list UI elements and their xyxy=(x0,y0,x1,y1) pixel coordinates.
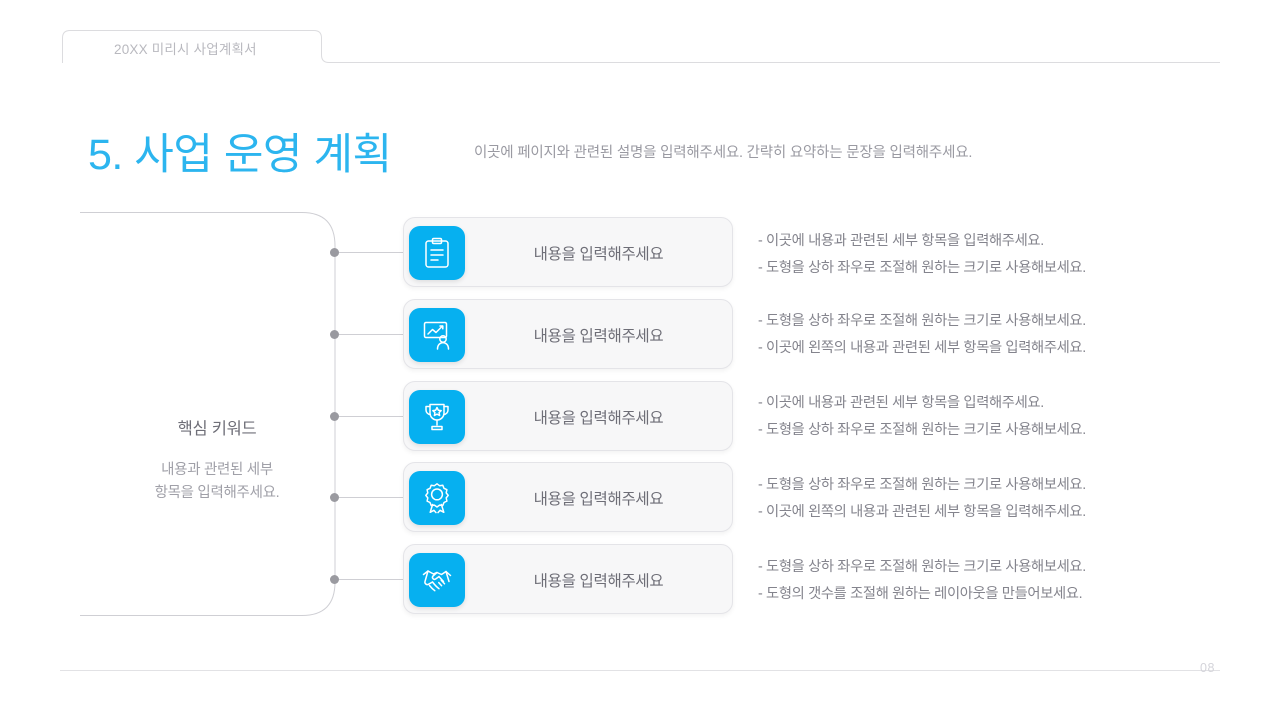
item-description-1-line-2: - 도형을 상하 좌우로 조절해 원하는 크기로 사용해보세요. xyxy=(758,260,1086,277)
item-card-label-1: 내용을 입력해주세요 xyxy=(533,246,664,263)
item-card-1[interactable]: 내용을 입력해주세요 xyxy=(403,217,733,287)
keyword-desc-line-2: 항목을 입력해주세요. xyxy=(154,485,280,502)
page-subtitle: 이곳에 페이지와 관련된 설명을 입력해주세요. 간략히 요약하는 문장을 입력… xyxy=(474,145,973,161)
connector-dot-1 xyxy=(330,248,339,257)
item-card-4[interactable]: 내용을 입력해주세요 xyxy=(403,462,733,532)
item-description-3: - 이곳에 내용과 관련된 세부 항목을 입력해주세요. - 도형을 상하 좌우… xyxy=(758,390,1188,445)
item-description-2-line-2: - 이곳에 왼쪽의 내용과 관련된 세부 항목을 입력해주세요. xyxy=(758,340,1086,357)
page-number: 08 xyxy=(1200,661,1215,675)
keyword-panel-title: 핵심 키워드 xyxy=(177,420,257,438)
header-tab-label: 20XX 미리시 사업계획서 xyxy=(114,42,257,57)
item-description-2-line-1: - 도형을 상하 좌우로 조절해 원하는 크기로 사용해보세요. xyxy=(758,313,1086,329)
item-description-5-line-2: - 도형의 갯수를 조절해 원하는 레이아웃을 만들어보세요. xyxy=(758,586,1083,603)
item-card-2[interactable]: 내용을 입력해주세요 xyxy=(403,299,733,369)
item-description-5: - 도형을 상하 좌우로 조절해 원하는 크기로 사용해보세요. - 도형의 갯… xyxy=(758,554,1188,609)
item-description-1: - 이곳에 내용과 관련된 세부 항목을 입력해주세요. - 도형을 상하 좌우… xyxy=(758,228,1188,283)
keyword-bracket-shape xyxy=(80,212,336,616)
item-description-3-line-1: - 이곳에 내용과 관련된 세부 항목을 입력해주세요. xyxy=(758,395,1044,411)
item-card-label-4: 내용을 입력해주세요 xyxy=(533,491,664,508)
page-title: 5. 사업 운영 계획 xyxy=(88,131,392,179)
keyword-panel-description: 내용과 관련된 세부 항목을 입력해주세요. xyxy=(92,459,342,506)
item-description-4-line-2: - 이곳에 왼쪽의 내용과 관련된 세부 항목을 입력해주세요. xyxy=(758,504,1086,521)
presentation-person-icon xyxy=(409,308,465,362)
handshake-icon xyxy=(409,553,465,607)
item-description-4: - 도형을 상하 좌우로 조절해 원하는 크기로 사용해보세요. - 이곳에 왼… xyxy=(758,472,1188,527)
keyword-panel: 핵심 키워드 내용과 관련된 세부 항목을 입력해주세요. xyxy=(92,415,342,506)
header-tab: 20XX 미리시 사업계획서 xyxy=(62,30,332,63)
item-card-label-3: 내용을 입력해주세요 xyxy=(533,410,664,427)
item-card-5[interactable]: 내용을 입력해주세요 xyxy=(403,544,733,614)
connector-dot-4 xyxy=(330,493,339,502)
connector-line-1 xyxy=(339,252,413,253)
keyword-desc-line-1: 내용과 관련된 세부 xyxy=(161,462,273,478)
item-description-5-line-1: - 도형을 상하 좌우로 조절해 원하는 크기로 사용해보세요. xyxy=(758,559,1086,575)
item-description-3-line-2: - 도형을 상하 좌우로 조절해 원하는 크기로 사용해보세요. xyxy=(758,422,1086,439)
header-tab-shape xyxy=(62,30,332,63)
trophy-icon xyxy=(409,390,465,444)
item-card-label-5: 내용을 입력해주세요 xyxy=(533,573,664,590)
connector-dot-2 xyxy=(330,330,339,339)
item-card-label-2: 내용을 입력해주세요 xyxy=(533,328,664,345)
item-description-1-line-1: - 이곳에 내용과 관련된 세부 항목을 입력해주세요. xyxy=(758,233,1044,249)
footer-divider xyxy=(60,670,1220,671)
item-description-2: - 도형을 상하 좌우로 조절해 원하는 크기로 사용해보세요. - 이곳에 왼… xyxy=(758,308,1188,363)
award-ribbon-icon xyxy=(409,471,465,525)
connector-line-3 xyxy=(339,416,413,417)
item-description-4-line-1: - 도형을 상하 좌우로 조절해 원하는 크기로 사용해보세요. xyxy=(758,477,1086,493)
connector-line-2 xyxy=(339,334,413,335)
connector-dot-5 xyxy=(330,575,339,584)
item-card-3[interactable]: 내용을 입력해주세요 xyxy=(403,381,733,451)
header-divider xyxy=(331,62,1220,63)
connector-line-4 xyxy=(339,497,413,498)
connector-line-5 xyxy=(339,579,413,580)
connector-dot-3 xyxy=(330,412,339,421)
clipboard-icon xyxy=(409,226,465,280)
